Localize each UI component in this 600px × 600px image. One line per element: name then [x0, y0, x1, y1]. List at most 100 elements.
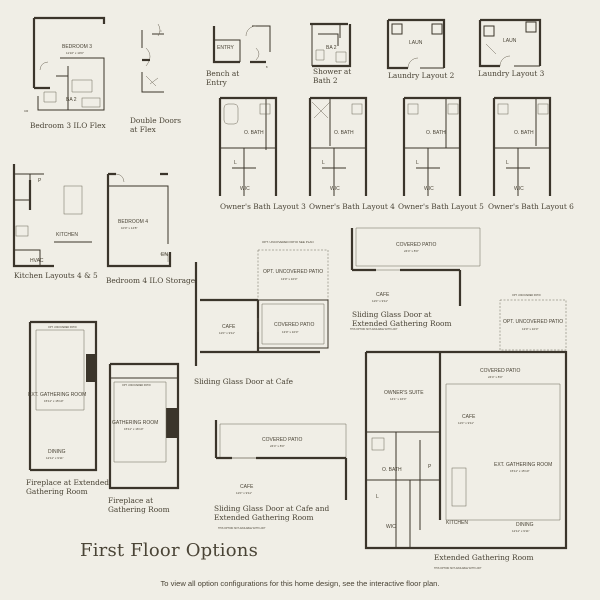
room-label-cafe: CAFE [222, 324, 236, 330]
svg-text:14'1" x 16'0": 14'1" x 16'0" [390, 397, 406, 401]
svg-text:L: L [234, 160, 237, 166]
room-label-gathering: GATHERING ROOM [112, 420, 158, 426]
room-label-cafe-combo: CAFE [240, 484, 254, 490]
room-label-bedroom4: BEDROOM 4 [118, 219, 148, 225]
footer-note: To view all option configurations for th… [160, 579, 440, 588]
caption-fireplace-gathering: Fireplace at Gathering Room [108, 496, 170, 514]
room-label-owners-suite: OWNER'S SUITE [384, 390, 424, 396]
caption-bedroom4-storage: Bedroom 4 ILO Storage [106, 276, 196, 285]
room-label-wic6: WIC [514, 186, 524, 192]
room-label-ba2-shower: BA 2 [326, 45, 337, 51]
room-label-obath5: O. BATH [426, 130, 446, 136]
plan-laundry3: LAUN [478, 18, 542, 68]
room-label-opt-uncovered-patio: OPT. UNCOVERED PATIO [263, 269, 323, 275]
note-not-available-loft-2: THIS OPTION NOT AVAILABLE WITH LOFT [218, 527, 266, 530]
room-label-obath3: O. BATH [244, 130, 264, 136]
caption-sliding-cafe: Sliding Glass Door at Cafe [194, 377, 293, 386]
room-label-wic4: WIC [330, 186, 340, 192]
svg-text:24'4" x 8'0": 24'4" x 8'0" [488, 375, 503, 379]
plan-bench-entry: ENTRY B [212, 25, 271, 69]
room-label-hvac: HVAC [30, 258, 44, 264]
svg-text:15'11" x 15'10": 15'11" x 15'10" [44, 399, 64, 403]
caption-laundry3: Laundry Layout 3 [478, 69, 545, 78]
room-label-entry: ENTRY [217, 45, 235, 51]
plan-bedroom3-ilo-flex: BEDROOM 3 11'10" x 10'0" BA 2 CR [24, 16, 106, 113]
svg-text:P: P [38, 178, 42, 184]
room-label-laun2: LAUN [409, 40, 423, 46]
room-label-kitchen-large: KITCHEN [446, 520, 468, 526]
note-not-available-loft-1: THIS OPTION NOT AVAILABLE WITH LOFT [350, 328, 398, 331]
room-label-ext-gathering-large: EXT. GATHERING ROOM [494, 462, 552, 468]
plan-sliding-cafe: OPT. UNCOVERED PATIO SEE PLAN OPT. UNCOV… [194, 240, 329, 366]
plan-owners-bath3: O. BATH L WIC [218, 96, 278, 196]
room-label-cafe-ext: CAFE [376, 292, 390, 298]
caption-shower-bath2: Shower at Bath 2 [313, 67, 352, 85]
room-label-covered-patio-cafe: COVERED PATIO [274, 322, 314, 328]
room-label-dining: DINING [48, 449, 66, 455]
plan-fireplace-ext: OPT. UNCOVERED PATIO EXT. GATHERING ROOM… [28, 320, 98, 472]
room-label-opt-uncovered-patio-right: OPT. UNCOVERED PATIO [503, 319, 563, 325]
svg-text:OPT. UNCOVERED PATIO: OPT. UNCOVERED PATIO [512, 294, 541, 297]
svg-text:L: L [416, 160, 419, 166]
caption-bedroom3-ilo-flex: Bedroom 3 ILO Flex [30, 121, 106, 130]
room-label-obath4: O. BATH [334, 130, 354, 136]
room-label-cafe-large: CAFE [462, 414, 476, 420]
svg-text:13'0" x 10'0": 13'0" x 10'0" [282, 330, 298, 334]
room-label-ba2: BA 2 [66, 97, 77, 103]
caption-bench-entry: Bench at Entry [206, 69, 240, 87]
svg-text:13'0" x 10'0": 13'0" x 10'0" [522, 327, 538, 331]
plan-sliding-cafe-ext: COVERED PATIO 24'4" x 8'0" CAFE 11'0" x … [214, 420, 348, 500]
room-label-wic3: WIC [240, 186, 250, 192]
plan-owners-bath5: O. BATH L WIC [402, 96, 462, 196]
caption-sliding-cafe-ext: Sliding Glass Door at Cafe and Extended … [214, 504, 330, 522]
caption-ext-gathering-room: Extended Gathering Room [434, 553, 534, 562]
caption-kitchen-layouts: Kitchen Layouts 4 & 5 [14, 271, 98, 280]
room-label-dining-large: DINING [516, 522, 534, 528]
svg-text:OPT. UNCOVERED PATIO: OPT. UNCOVERED PATIO [48, 326, 77, 329]
caption-sliding-ext-gathering: Sliding Glass Door at Extended Gathering… [352, 310, 452, 328]
caption-laundry2: Laundry Layout 2 [388, 71, 455, 80]
svg-text:12'11" x 9'11": 12'11" x 9'11" [46, 456, 64, 460]
page-title: First Floor Options [80, 540, 259, 561]
plan-laundry2: LAUN [386, 18, 446, 70]
room-label-bedroom3: BEDROOM 3 [62, 44, 92, 50]
svg-text:15'11" x 16'10": 15'11" x 16'10" [124, 427, 144, 431]
plan-fireplace-gathering: OPT. UNCOVERED PATIO GATHERING ROOM 15'1… [108, 362, 180, 490]
svg-text:×: × [160, 29, 162, 33]
plan-owners-bath6: O. BATH L WIC [492, 96, 552, 196]
plan-kitchen-layouts: P KITCHEN HVAC [12, 164, 92, 268]
caption-owners-bath4: Owner's Bath Layout 4 [309, 202, 395, 211]
room-label-laun3: LAUN [503, 38, 517, 44]
note-not-available-loft-3: THIS OPTION NOT AVAILABLE WITH LOFT [434, 567, 482, 570]
svg-text:11'0" x 9'11": 11'0" x 9'11" [236, 491, 252, 495]
room-label-obath6: O. BATH [514, 130, 534, 136]
plan-bedroom4-storage: BEDROOM 4 10'0" x 14'8" EN [106, 172, 172, 268]
room-label-obath-large: O. BATH [382, 467, 402, 473]
svg-text:P: P [428, 464, 432, 470]
svg-text:11'0" x 9'11": 11'0" x 9'11" [219, 331, 235, 335]
room-label-covered-patio-combo: COVERED PATIO [262, 437, 302, 443]
plan-opt-uncovered-patio-right: OPT. UNCOVERED PATIO OPT. UNCOVERED PATI… [499, 294, 567, 351]
svg-text:CR: CR [24, 109, 29, 113]
room-label-kitchen: KITCHEN [56, 232, 78, 238]
caption-double-doors-flex: Double Doors at Flex [130, 116, 182, 134]
plan-shower-bath2: BA 2 [310, 22, 352, 68]
svg-text:13'0" x 10'0": 13'0" x 10'0" [281, 277, 297, 281]
plan-extended-gathering-room: OWNER'S SUITE 14'1" x 16'0" COVERED PATI… [364, 350, 568, 550]
plan-sliding-ext-gathering: COVERED PATIO 24'4" x 8'0" CAFE 11'0" x … [350, 227, 481, 306]
plan-double-doors-flex: × [141, 23, 164, 93]
room-label-covered-patio-large: COVERED PATIO [480, 368, 520, 374]
caption-fireplace-ext: Fireplace at Extended Gathering Room [26, 478, 109, 496]
svg-text:OPT. UNCOVERED PATIO SEE PLAN: OPT. UNCOVERED PATIO SEE PLAN [262, 240, 314, 244]
svg-text:11'0" x 9'11": 11'0" x 9'11" [458, 421, 474, 425]
svg-text:15'11" x 15'10": 15'11" x 15'10" [510, 469, 530, 473]
svg-text:24'4" x 8'0": 24'4" x 8'0" [404, 249, 419, 253]
svg-text:11'0" x 9'11": 11'0" x 9'11" [372, 299, 388, 303]
caption-owners-bath5: Owner's Bath Layout 5 [398, 202, 484, 211]
svg-text:OPT. UNCOVERED PATIO: OPT. UNCOVERED PATIO [122, 384, 151, 387]
room-dim-bedroom4: 10'0" x 14'8" [121, 226, 137, 230]
room-label-wic5: WIC [424, 186, 434, 192]
svg-text:12'11" x 9'11": 12'11" x 9'11" [512, 529, 530, 533]
room-label-covered-patio-ext: COVERED PATIO [396, 242, 436, 248]
